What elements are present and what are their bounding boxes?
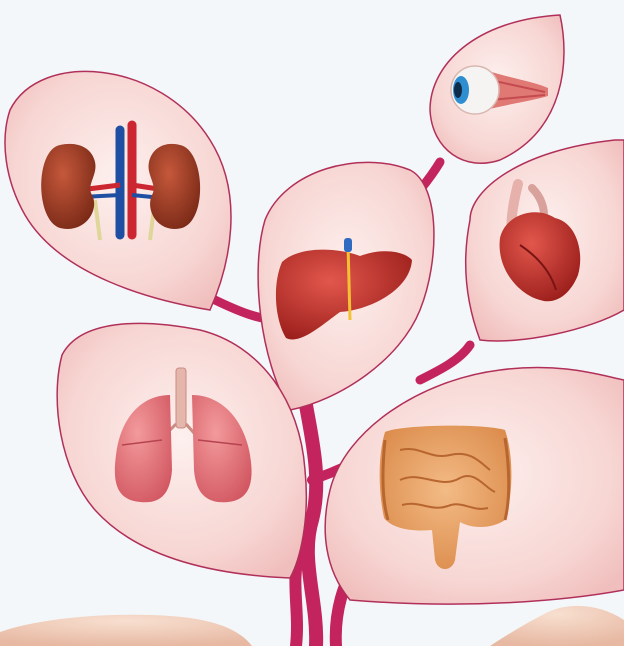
- organ-tree-illustration: [0, 0, 624, 646]
